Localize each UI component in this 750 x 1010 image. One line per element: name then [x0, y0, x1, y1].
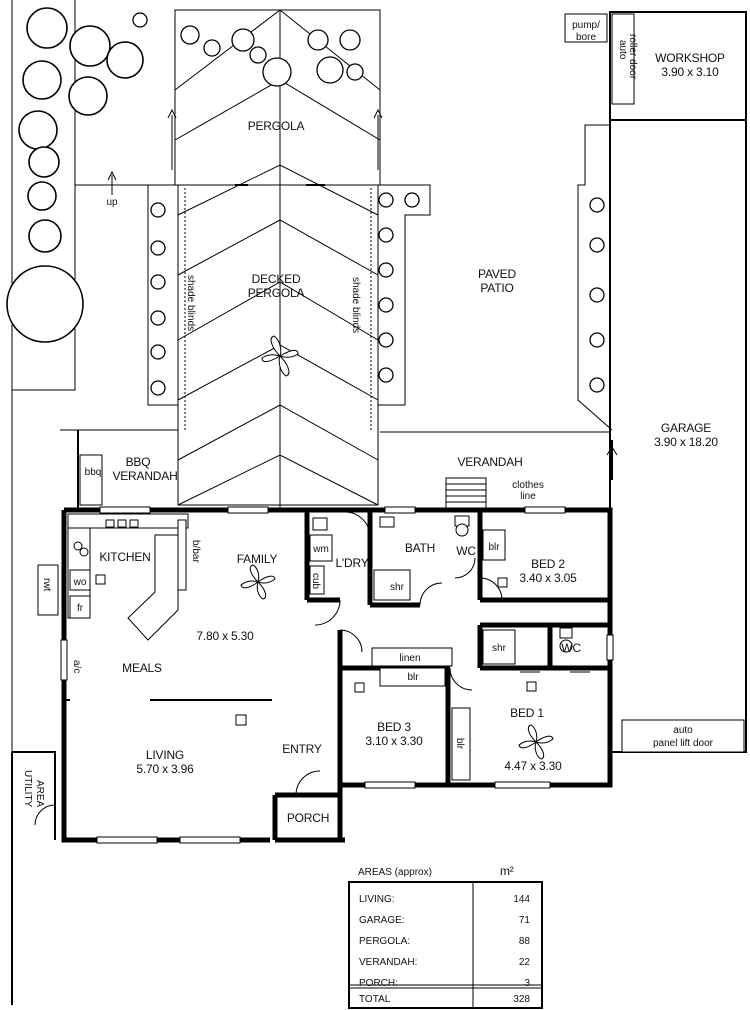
bbq-label-2: VERANDAH: [112, 469, 177, 483]
area-row-value: 144: [513, 894, 530, 905]
clothes-line-label-1: clothes: [512, 480, 544, 491]
bed3-label: BED 3: [377, 720, 411, 734]
bbq-verandah-area: [60, 429, 610, 508]
entry-label: ENTRY: [282, 742, 322, 756]
area-row-value: 71: [519, 915, 531, 926]
kitchen-fittings: [67, 513, 247, 726]
linen-cupboard: [339, 629, 453, 693]
area-row-label: LIVING:: [359, 894, 395, 905]
areas-total-label: TOTAL: [359, 994, 391, 1005]
area-row-value: 22: [519, 957, 531, 968]
ac-label: a/c: [71, 660, 82, 673]
decked-pergola-structure: [177, 164, 379, 506]
bbq-small-label: bbq: [85, 467, 102, 478]
bed1-label: BED 1: [510, 706, 544, 720]
pump-bore-box: [564, 13, 608, 43]
linen-label: linen: [399, 653, 420, 664]
verandah-label: VERANDAH: [457, 455, 522, 469]
pump-label-2: bore: [576, 32, 596, 43]
porch-label: PORCH: [287, 811, 329, 825]
rwt-label: rwt: [41, 578, 52, 592]
wc-label-2: WC: [561, 641, 581, 655]
blr-box-3: [451, 707, 471, 781]
area-row-label: GARAGE:: [359, 915, 405, 926]
garage-dim: 3.90 x 18.20: [654, 435, 718, 449]
auto-panel-label-1: auto: [673, 725, 693, 736]
kitchen-label: KITCHEN: [99, 550, 150, 564]
areas-unit: m²: [500, 864, 514, 878]
bed2-light: [497, 577, 508, 588]
cupboard-label: cub: [310, 573, 321, 590]
planter-left: [147, 184, 179, 406]
area-row-label: VERANDAH:: [359, 957, 417, 968]
areas-title: AREAS (approx): [358, 867, 432, 878]
bed1-ceiling-fan: [518, 724, 554, 760]
clothes-line: [445, 477, 487, 509]
planter-right: [378, 184, 431, 406]
bed2-dim: 3.40 x 3.05: [519, 571, 577, 585]
utility-area: [11, 751, 56, 1005]
ensuite-fittings: [449, 627, 590, 691]
area-row-value: 3: [524, 978, 530, 989]
shower-label-2: shr: [492, 643, 507, 654]
wc-label-1: WC: [456, 544, 476, 558]
paved-label-2: PATIO: [480, 281, 513, 295]
auto-panel-label-2: panel lift door: [653, 738, 714, 749]
living-label: LIVING: [146, 748, 184, 762]
workshop-dim: 3.90 x 3.10: [661, 65, 719, 79]
tree-group-left: [6, 7, 148, 343]
auto-roller-label: auto: [617, 40, 628, 60]
workshop-label: WORKSHOP: [655, 51, 725, 65]
area-row-label: PERGOLA:: [359, 936, 410, 947]
living-dim: 5.70 x 3.96: [136, 762, 194, 776]
roller-door-label: roller door: [627, 34, 638, 80]
windows: [60, 506, 614, 844]
entry-door-swing: [295, 770, 321, 796]
family-label: FAMILY: [237, 552, 278, 566]
bbq-label-1: BBQ: [126, 455, 151, 469]
bed3-dim: 3.10 x 3.30: [365, 734, 423, 748]
areas-table: AREAS (approx) m²: [348, 864, 543, 1009]
pergola-label: PERGOLA: [248, 119, 305, 133]
up-label: up: [106, 197, 118, 208]
blr-label-1: blr: [488, 542, 500, 553]
decked-label-2: PERGOLA: [248, 286, 305, 300]
family-dim: 7.80 x 5.30: [196, 629, 254, 643]
laundry-fittings: [309, 511, 371, 626]
laundry-label: L'DRY: [335, 556, 368, 570]
blr-label-3: blr: [454, 738, 465, 750]
bathroom-fittings: [373, 515, 503, 606]
bed1-light: [526, 681, 537, 692]
patio-edge: [577, 124, 613, 431]
areas-total-value: 328: [513, 994, 530, 1005]
shade-blinds-left: shade blinds: [185, 275, 196, 331]
bbar-label: b/bar: [190, 540, 201, 563]
utility-label-2: AREA: [34, 780, 45, 808]
washing-machine-label: wm: [312, 544, 329, 555]
clothes-line-label-2: line: [520, 491, 536, 502]
workshop-garage-walls: [606, 11, 747, 753]
paved-label-1: PAVED: [478, 267, 516, 281]
family-ceiling-fan: [240, 564, 276, 600]
decked-label-1: DECKED: [252, 272, 301, 286]
area-row-value: 88: [519, 936, 531, 947]
bed1-dim: 4.47 x 3.30: [504, 759, 562, 773]
blr-label-2: blr: [407, 672, 419, 683]
pump-label-1: pump/: [572, 20, 600, 31]
garage-label: GARAGE: [661, 421, 711, 435]
shower-label-1: shr: [390, 582, 405, 593]
fridge-label: fr: [77, 603, 84, 614]
meals-label: MEALS: [122, 661, 162, 675]
bed2-label: BED 2: [531, 557, 565, 571]
rainwater-tank: [37, 564, 59, 616]
blr-box-1: [482, 529, 506, 561]
utility-label-1: UTILITY: [22, 770, 33, 808]
bath-label: BATH: [405, 541, 435, 555]
wall-oven-label: wo: [73, 577, 87, 588]
shade-blinds-right: shade blinds: [350, 277, 361, 333]
area-row-label: PORCH:: [359, 978, 398, 989]
